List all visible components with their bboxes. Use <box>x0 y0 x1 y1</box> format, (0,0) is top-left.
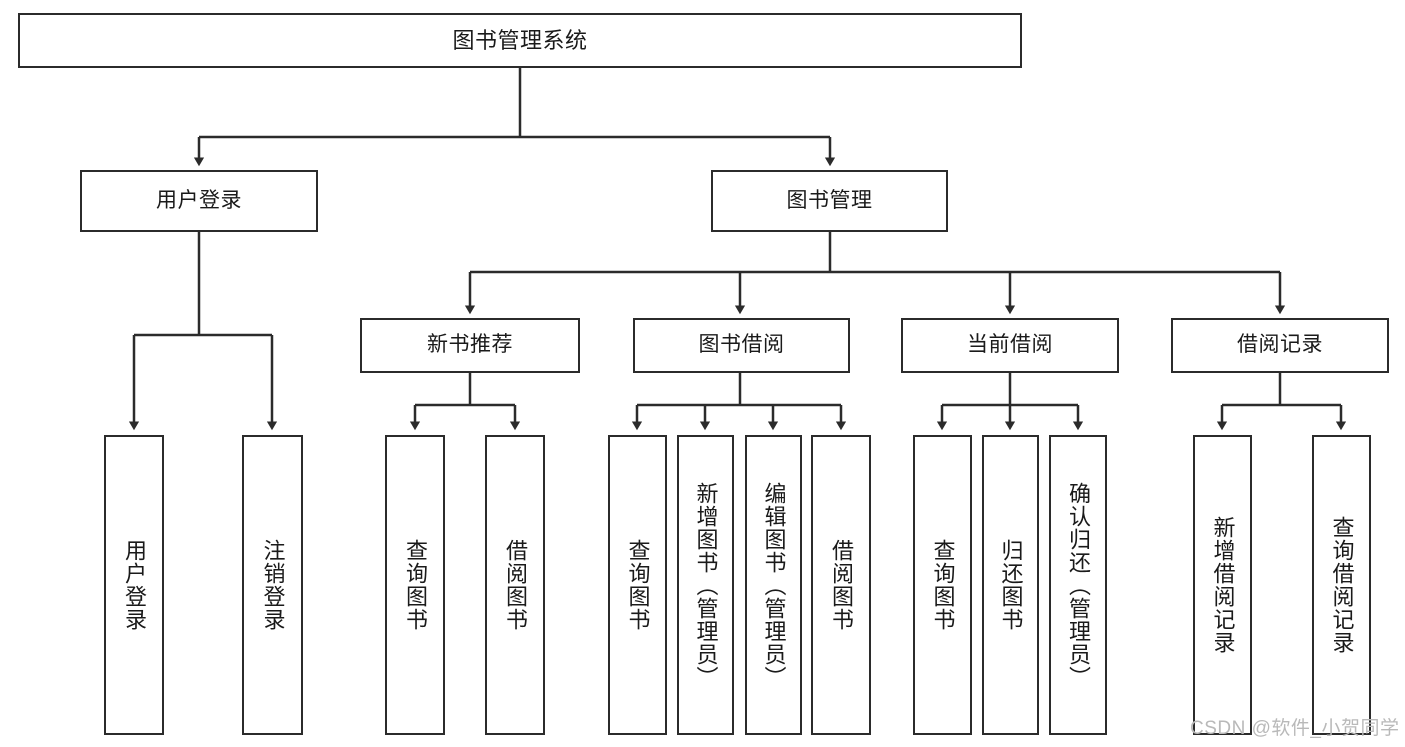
node-book-borrowing[interactable]: 图书借阅 <box>633 318 850 373</box>
node-label: 归还图书 <box>998 539 1024 631</box>
leaf-return-book[interactable]: 归还图书 <box>982 435 1039 735</box>
node-label: 用户登录 <box>156 188 242 212</box>
node-borrowing-record[interactable]: 借阅记录 <box>1171 318 1389 373</box>
node-label: 查询图书 <box>930 539 956 631</box>
leaf-borrow-book-recommend[interactable]: 借阅图书 <box>485 435 545 735</box>
leaf-query-borrow-record[interactable]: 查询借阅记录 <box>1312 435 1371 735</box>
node-label: 新书推荐 <box>427 333 513 357</box>
leaf-query-book-current[interactable]: 查询图书 <box>913 435 972 735</box>
node-label: 新增借阅记录 <box>1210 516 1236 654</box>
node-root-book-management-system[interactable]: 图书管理系统 <box>18 13 1022 68</box>
node-label: 注销登录 <box>260 539 286 631</box>
node-label: 图书借阅 <box>698 333 785 357</box>
node-label: 查询图书 <box>625 539 651 631</box>
node-label: 当前借阅 <box>967 333 1053 357</box>
node-label: 查询图书 <box>403 539 428 631</box>
node-label: 借阅记录 <box>1237 333 1323 357</box>
leaf-borrow-book[interactable]: 借阅图书 <box>811 435 871 735</box>
node-book-management[interactable]: 图书管理 <box>711 170 948 232</box>
leaf-confirm-return-admin[interactable]: 确认归还（管理员） <box>1049 435 1107 735</box>
leaf-add-borrow-record[interactable]: 新增借阅记录 <box>1193 435 1252 735</box>
node-label: 确认归还（管理员） <box>1066 481 1091 689</box>
node-label: 借阅图书 <box>829 539 854 631</box>
node-label: 编辑图书（管理员） <box>761 481 787 689</box>
leaf-query-book-borrow[interactable]: 查询图书 <box>608 435 667 735</box>
leaf-query-book-recommend[interactable]: 查询图书 <box>385 435 445 735</box>
node-label: 图书管理系统 <box>452 27 588 53</box>
leaf-logout[interactable]: 注销登录 <box>242 435 303 735</box>
node-label: 查询借阅记录 <box>1329 516 1355 654</box>
leaf-add-book-admin[interactable]: 新增图书（管理员） <box>677 435 734 735</box>
node-label: 借阅图书 <box>503 539 528 631</box>
node-label: 图书管理 <box>786 188 873 212</box>
node-new-book-recommendation[interactable]: 新书推荐 <box>360 318 580 373</box>
leaf-user-login[interactable]: 用户登录 <box>104 435 164 735</box>
node-label: 用户登录 <box>122 539 147 631</box>
node-user-login[interactable]: 用户登录 <box>80 170 318 232</box>
leaf-edit-book-admin[interactable]: 编辑图书（管理员） <box>745 435 802 735</box>
node-current-borrowing[interactable]: 当前借阅 <box>901 318 1119 373</box>
node-label: 新增图书（管理员） <box>693 481 719 689</box>
